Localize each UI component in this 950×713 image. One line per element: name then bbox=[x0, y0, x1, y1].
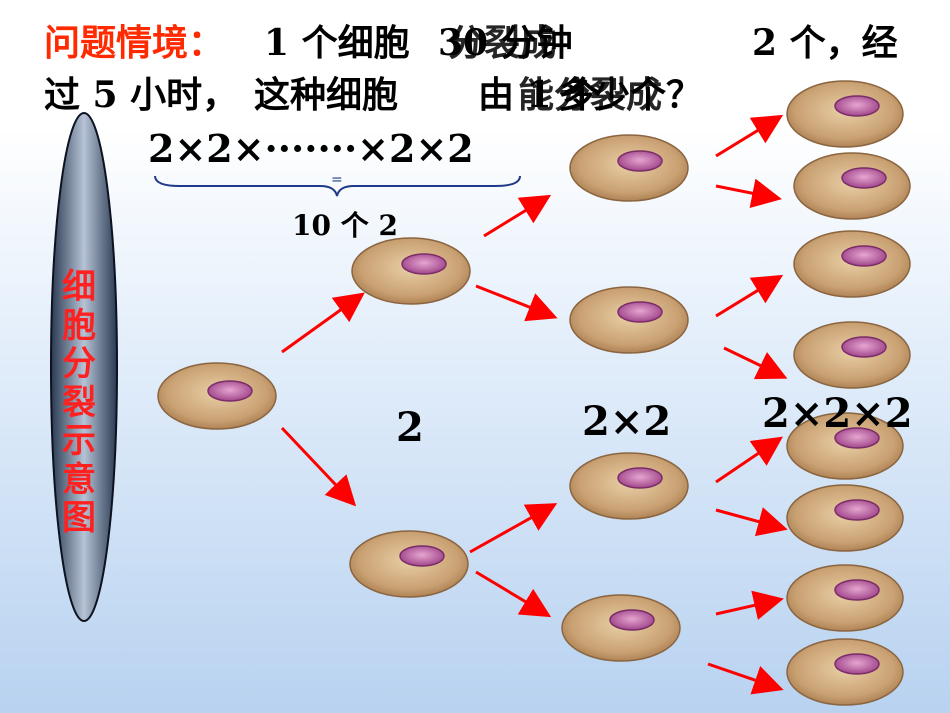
cell-nucleus bbox=[617, 150, 663, 172]
problem-text-2b: 这种细胞 bbox=[254, 74, 399, 116]
arrow bbox=[715, 178, 782, 209]
problem-text-2d: 能分裂成 bbox=[518, 74, 663, 116]
cell-nucleus bbox=[609, 609, 655, 631]
cell-nucleus bbox=[834, 653, 880, 675]
formula-brace bbox=[154, 175, 521, 197]
arrow bbox=[715, 274, 784, 318]
cell-nucleus bbox=[207, 380, 253, 402]
arrow bbox=[723, 346, 788, 380]
side-char: 分 bbox=[62, 344, 96, 384]
arrow bbox=[707, 662, 784, 695]
side-char: 胞 bbox=[62, 305, 96, 346]
cell-nucleus bbox=[617, 467, 663, 489]
side-label: 细 胞 分 裂 示 意 图 bbox=[62, 268, 96, 538]
cell-nucleus bbox=[401, 253, 447, 275]
problem-label: 问题情境： bbox=[44, 22, 225, 64]
stage-label-gen2: 2×2 bbox=[582, 398, 672, 445]
arrow bbox=[469, 503, 558, 554]
cell-nucleus bbox=[841, 245, 887, 267]
stage-label-gen3: 2×2×2 bbox=[762, 390, 913, 437]
arrow bbox=[281, 292, 365, 354]
arrow bbox=[715, 590, 784, 620]
cell-nucleus bbox=[834, 579, 880, 601]
problem-text-1c: 分裂成 bbox=[448, 22, 557, 64]
formula-product: 2×2×·······×2×2 bbox=[148, 126, 474, 171]
side-char: 裂 bbox=[62, 382, 96, 423]
arrow bbox=[715, 436, 783, 484]
cell-nucleus bbox=[834, 427, 880, 449]
cell-nucleus bbox=[834, 499, 880, 521]
cell-nucleus bbox=[841, 336, 887, 358]
stage-label-gen1: 2 bbox=[396, 404, 424, 451]
arrow bbox=[475, 284, 558, 322]
problem-text-2c: 由 1 个 bbox=[478, 74, 601, 116]
problem-text-2e: 多少个？ bbox=[558, 74, 703, 116]
problem-text-1a: 1 个细胞 bbox=[264, 22, 410, 64]
side-banner bbox=[50, 112, 118, 622]
problem-text-2a: 过 5 小时， bbox=[44, 74, 239, 116]
side-char: 示 bbox=[62, 421, 96, 461]
cell-nucleus bbox=[834, 95, 880, 117]
arrow bbox=[715, 114, 784, 158]
problem-text-1d: 2 个，经 bbox=[752, 22, 898, 64]
arrow bbox=[475, 570, 552, 618]
arrow bbox=[280, 426, 357, 507]
side-char: 意 bbox=[62, 459, 96, 500]
formula-count: 10 个 2 bbox=[292, 209, 398, 242]
cell-nucleus bbox=[841, 167, 887, 189]
cell-nucleus bbox=[399, 545, 445, 567]
problem-text-1b: 30 分钟 bbox=[438, 22, 573, 64]
arrow bbox=[483, 194, 552, 238]
side-char: 图 bbox=[62, 498, 96, 538]
cell-nucleus bbox=[617, 301, 663, 323]
formula-equals: = bbox=[331, 172, 343, 188]
arrow bbox=[715, 507, 788, 537]
side-char: 细 bbox=[62, 267, 96, 307]
